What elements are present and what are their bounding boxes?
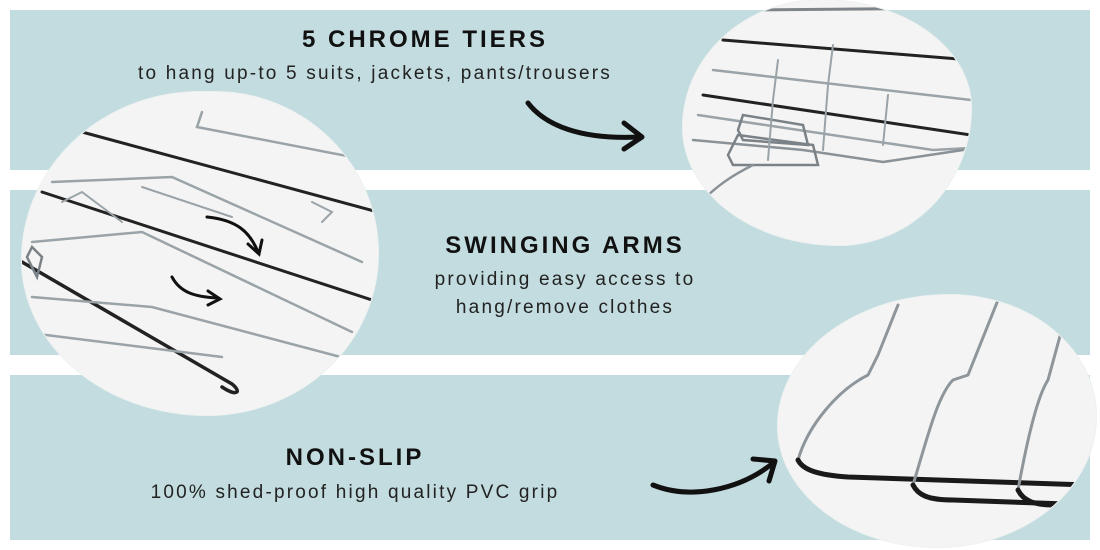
curved-arrow-icon	[525, 100, 645, 152]
swinging-arms-heading: SWINGING ARMS	[445, 232, 685, 259]
swinging-arms-description-line-2: hang/remove clothes	[455, 297, 675, 318]
pvc-grip-image	[778, 295, 1096, 547]
non-slip-description: 100% shed-proof high quality PVC grip	[150, 482, 560, 503]
swinging-arms-description-line-1: providing easy access to	[434, 269, 696, 290]
non-slip-heading: NON-SLIP	[285, 444, 425, 471]
hanger-tiers-image	[683, 0, 971, 245]
swinging-arms-description: providing easy access to hang/remove clo…	[385, 266, 745, 322]
curved-arrow-icon	[170, 215, 264, 307]
tiers-description: to hang up-to 5 suits, jackets, pants/tr…	[137, 63, 612, 84]
curved-arrow-icon	[650, 456, 778, 495]
swinging-arms-image	[22, 92, 378, 415]
tiers-heading: 5 CHROME TIERS	[301, 26, 549, 53]
